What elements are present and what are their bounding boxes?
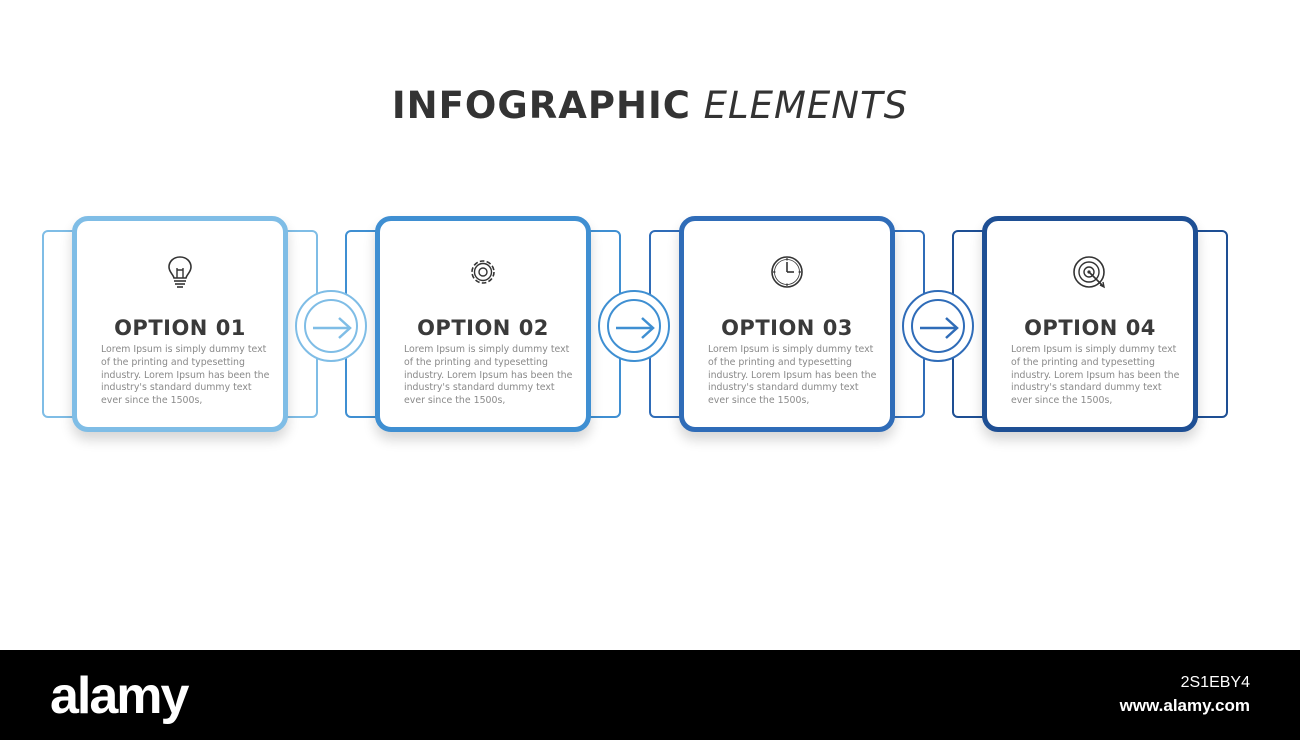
- target-icon: [1073, 256, 1105, 289]
- step-title: OPTION 01: [114, 316, 246, 340]
- image-id: 2S1EBY4: [1180, 674, 1250, 691]
- step-description: Lorem Ipsum is simply dummy text of the …: [404, 344, 573, 407]
- clock-icon: [771, 256, 803, 288]
- step-2: OPTION 02 Lorem Ipsum is simply dummy te…: [345, 214, 637, 436]
- step-3: OPTION 03 Lorem Ipsum is simply dummy te…: [649, 214, 941, 436]
- step-card: OPTION 02 Lorem Ipsum is simply dummy te…: [375, 216, 591, 432]
- step-description: Lorem Ipsum is simply dummy text of the …: [101, 344, 270, 407]
- title-light: ELEMENTS: [703, 84, 909, 127]
- arrow-connector: [295, 290, 367, 362]
- footer-bar: alamy 2S1EBY4 www.alamy.com: [0, 650, 1300, 740]
- title-bold: INFOGRAPHIC: [391, 84, 691, 127]
- arrow-right-icon: [920, 317, 959, 339]
- step-title: OPTION 03: [721, 316, 853, 340]
- step-title: OPTION 02: [417, 316, 549, 340]
- step-card: OPTION 01 Lorem Ipsum is simply dummy te…: [72, 216, 288, 432]
- step-title: OPTION 04: [1024, 316, 1156, 340]
- step-description: Lorem Ipsum is simply dummy text of the …: [1011, 344, 1180, 407]
- arrow-connector: [902, 290, 974, 362]
- step-description: Lorem Ipsum is simply dummy text of the …: [708, 344, 877, 407]
- page-title: INFOGRAPHIC ELEMENTS: [0, 84, 1300, 127]
- arrow-right-icon: [313, 317, 352, 339]
- site-url: www.alamy.com: [1119, 696, 1250, 715]
- step-4: OPTION 04 Lorem Ipsum is simply dummy te…: [952, 214, 1244, 436]
- gear-icon: [471, 260, 495, 284]
- step-card: OPTION 03 Lorem Ipsum is simply dummy te…: [679, 216, 895, 432]
- arrow-connector: [598, 290, 670, 362]
- arrow-right-icon: [616, 317, 655, 339]
- step-1: OPTION 01 Lorem Ipsum is simply dummy te…: [42, 214, 334, 436]
- step-card: OPTION 04 Lorem Ipsum is simply dummy te…: [982, 216, 1198, 432]
- lightbulb-icon: [168, 256, 192, 288]
- brand-logo: alamy: [50, 667, 189, 725]
